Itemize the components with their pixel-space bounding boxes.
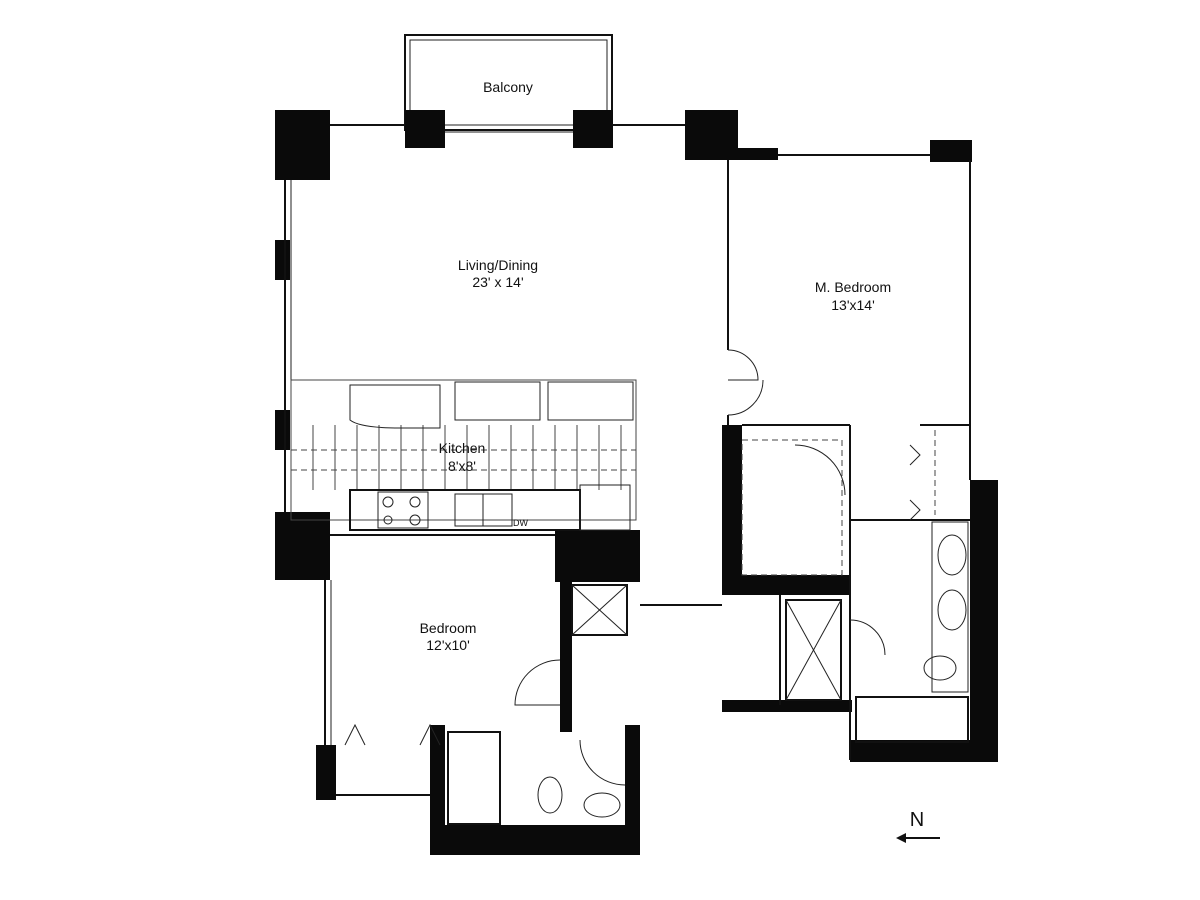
- room-labels: Balcony Living/Dining 23' x 14' M. Bedro…: [420, 79, 892, 653]
- toilet: [537, 776, 563, 814]
- living-dining-label: Living/Dining: [458, 257, 538, 273]
- bedroom-label: Bedroom: [420, 620, 477, 636]
- sink: [583, 792, 621, 818]
- kitchen-floor: DW: [290, 379, 637, 531]
- bathtub: [447, 731, 501, 825]
- kitchen-size: 8'x8': [448, 458, 476, 474]
- doors: [344, 349, 921, 786]
- fridge: [579, 484, 631, 531]
- toilet: [923, 655, 957, 681]
- walls: [275, 110, 998, 855]
- stove: [377, 491, 429, 529]
- sink: [937, 589, 967, 631]
- kitchen-label: Kitchen: [439, 440, 486, 456]
- bathrooms: [447, 521, 969, 825]
- master-bedroom-label: M. Bedroom: [815, 279, 891, 295]
- living-dining-size: 23' x 14': [472, 274, 523, 290]
- sink: [937, 534, 967, 576]
- master-bedroom-size: 13'x14': [831, 297, 875, 313]
- dishwasher-label: DW: [513, 518, 528, 528]
- north-label: N: [910, 809, 924, 831]
- balcony-label: Balcony: [483, 79, 533, 95]
- bathtub: [855, 696, 969, 743]
- north-arrow: N: [896, 809, 940, 843]
- balcony: [404, 34, 613, 133]
- bedroom-size: 12'x10': [426, 637, 470, 653]
- closets: [571, 430, 936, 701]
